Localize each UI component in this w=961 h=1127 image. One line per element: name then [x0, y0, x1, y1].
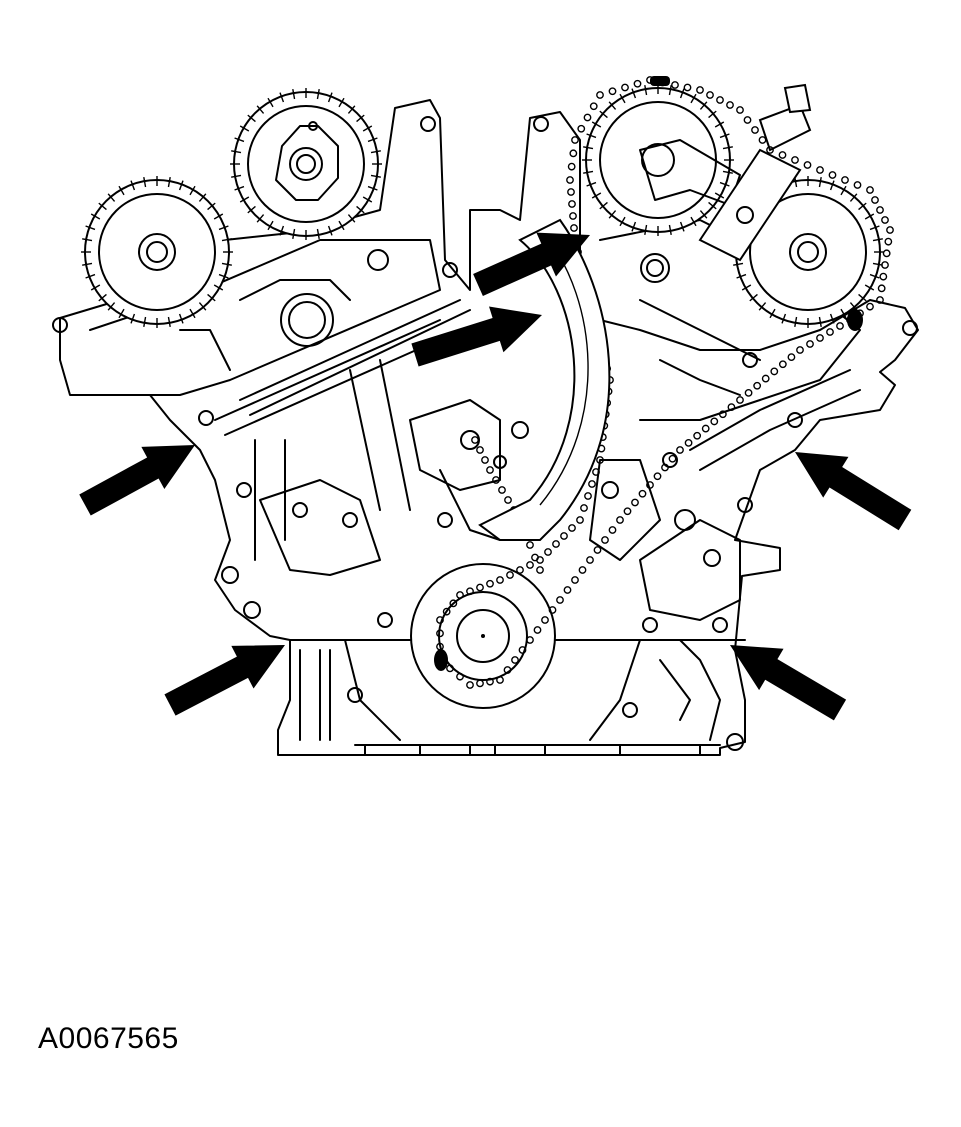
arrow-top-center-lower: [411, 306, 542, 367]
arrow-left-lower: [164, 645, 285, 716]
arrow-right-lower: [730, 645, 847, 721]
arrow-top-center-upper: [473, 232, 590, 296]
timing-mark-top: [650, 76, 670, 86]
timing-mark-right: [847, 309, 863, 331]
left-inner-camshaft-sprocket: [230, 88, 382, 240]
chain-tensioner: [698, 83, 812, 262]
figure-id: A0067565: [38, 1022, 179, 1055]
left-outer-camshaft-sprocket: [81, 176, 233, 328]
crankshaft-sprocket: [410, 563, 556, 709]
arrow-left-middle: [79, 445, 195, 516]
arrow-right-middle: [795, 452, 912, 531]
right-inner-camshaft-sprocket: [582, 84, 741, 236]
timing-mark-crank: [434, 649, 448, 671]
